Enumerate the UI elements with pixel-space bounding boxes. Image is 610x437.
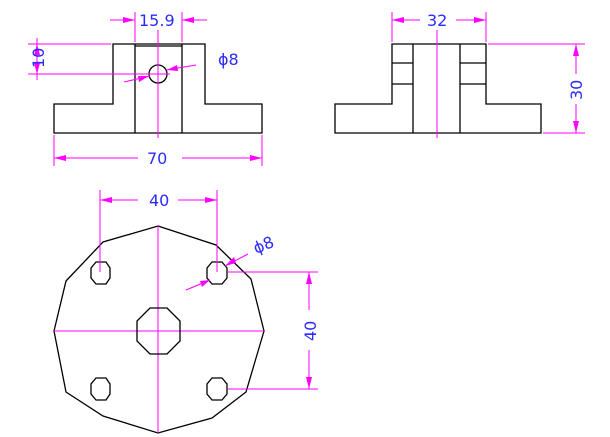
side-height-arrow-bottom xyxy=(573,121,579,133)
top-hole-arrow-out xyxy=(225,257,236,266)
hole-arrow-left xyxy=(138,76,149,82)
top-view: 40 40 ϕ8 xyxy=(53,190,320,434)
width-arrow-left xyxy=(54,155,66,161)
side-width-arrow-right xyxy=(474,17,486,23)
top-view-center-boss xyxy=(136,307,181,355)
height-arrow-top xyxy=(34,44,40,55)
top-h-arrow-left xyxy=(100,197,112,203)
side-width-arrow-left xyxy=(392,17,404,23)
top-h-arrow-right xyxy=(205,197,217,203)
top-h-dim-text: 40 xyxy=(149,191,169,210)
front-view: 15.9 10 ϕ8 70 xyxy=(28,11,263,168)
front-view-outline xyxy=(53,43,263,134)
top-view-hole-top-right xyxy=(206,261,228,285)
top-hole-dim-text: ϕ8 xyxy=(250,232,276,257)
top-view-hole-bottom-left xyxy=(90,377,111,401)
width-dim-text: 70 xyxy=(147,149,167,168)
width-arrow-right xyxy=(250,155,262,161)
slot-dim-text: 15.9 xyxy=(139,11,175,30)
top-view-hole-top-left xyxy=(90,261,111,285)
side-height-arrow-top xyxy=(573,44,579,56)
hole-dim-text: ϕ8 xyxy=(218,50,239,69)
hole-arrow-right xyxy=(167,65,178,71)
top-view-hole-bottom-right xyxy=(206,377,228,401)
top-v-arrow-top xyxy=(306,272,312,284)
height-dim-text: 10 xyxy=(29,48,48,68)
side-view: 32 30 xyxy=(334,11,586,138)
top-hole-arrow-in xyxy=(200,280,210,287)
side-height-dim-text: 30 xyxy=(567,80,586,100)
height-arrow-bottom xyxy=(34,63,40,74)
side-width-dim-text: 32 xyxy=(427,11,447,30)
slot-arrow-left xyxy=(123,17,135,23)
top-view-decagon xyxy=(53,225,265,434)
top-v-arrow-bottom xyxy=(306,377,312,389)
slot-arrow-right xyxy=(182,17,194,23)
top-v-dim-text: 40 xyxy=(301,321,320,341)
side-view-outline xyxy=(334,43,542,134)
